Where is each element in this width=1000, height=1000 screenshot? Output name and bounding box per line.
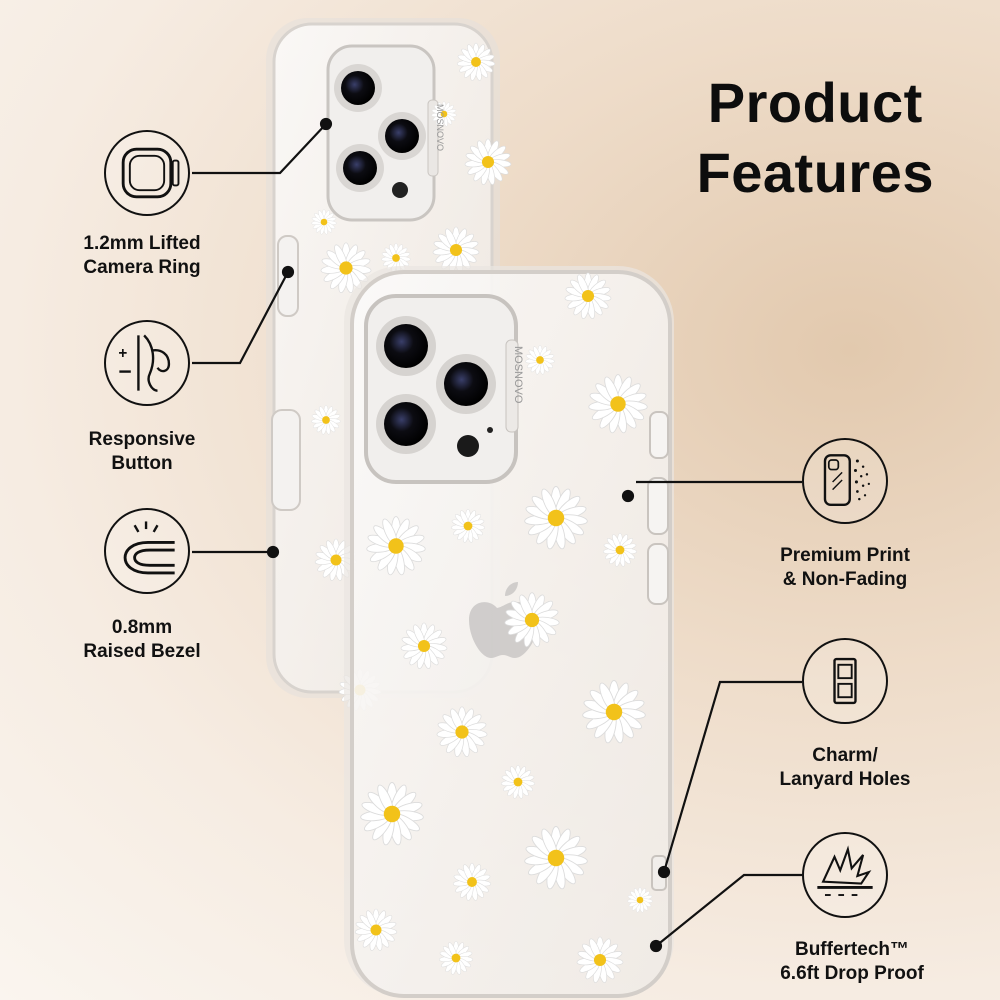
- brand-mark-back: MOSNOVO: [435, 104, 445, 151]
- page-title: Product Features: [697, 68, 934, 208]
- title-line-2: Features: [696, 141, 934, 204]
- feature-label-camera-ring: 1.2mm Lifted Camera Ring: [83, 233, 201, 278]
- feature-label-print: Premium Print & Non-Fading: [780, 545, 910, 590]
- callout-lines: [192, 117, 802, 953]
- callout-line-camera: [192, 123, 327, 175]
- print-icon: [802, 438, 888, 524]
- feature-label-button: Responsive Button: [88, 429, 196, 474]
- bezel-icon: [104, 508, 190, 594]
- brand-mark-front: MOSNOVO: [512, 346, 524, 404]
- feature-label-bezel: 0.8mm Raised Bezel: [83, 617, 201, 662]
- callout-line-lanyard: [662, 680, 802, 873]
- feature-label-drop-proof: Buffertech™ 6.6ft Drop Proof: [780, 939, 924, 984]
- callout-line-button: [192, 271, 289, 365]
- callout-line-drop: [655, 873, 802, 947]
- button-icon: +: [104, 320, 190, 406]
- drop-proof-icon: [802, 832, 888, 918]
- camera-ring-icon: [104, 130, 190, 216]
- title-line-1: Product: [707, 71, 923, 134]
- feature-label-lanyard: Charm/ Lanyard Holes: [779, 745, 911, 790]
- svg-text:+: +: [118, 345, 127, 362]
- lanyard-hole-icon: [802, 638, 888, 724]
- front-phone-case: [344, 266, 674, 998]
